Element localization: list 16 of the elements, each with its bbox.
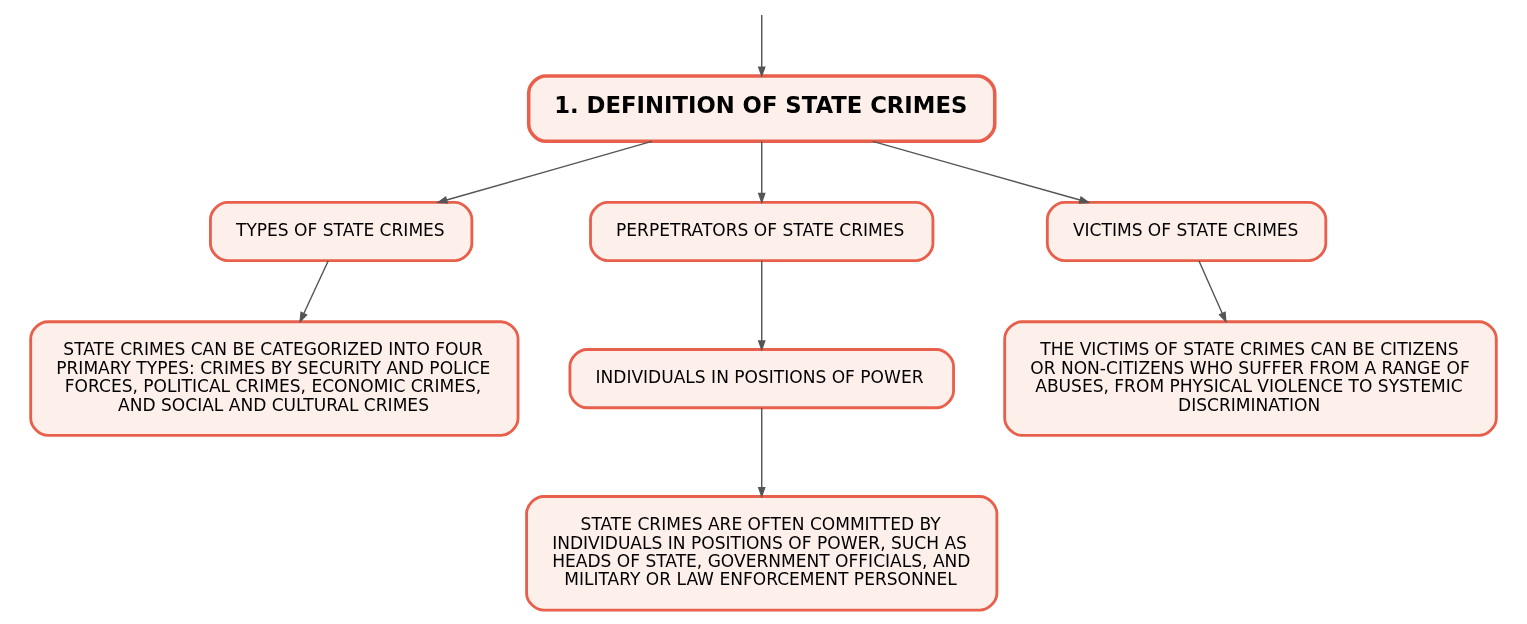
arrow — [299, 260, 329, 324]
node-box: 1. DEFINITION OF STATE CRIMES — [526, 74, 997, 144]
node-box: STATE CRIMES ARE OFTEN COMMITTED BY INDIVIDUALS IN POSITIONS OF POWER, SUCH AS HEADS OF STATE, GOVERNMENT OFFICIALS, AND MILITARY OR LAW ENFORCEMENT PERSONNEL — [525, 495, 999, 612]
arrow — [757, 260, 766, 352]
node-box: TYPES OF STATE CRIMES — [209, 200, 474, 263]
arrow — [1198, 260, 1227, 324]
node-box: STATE CRIMES CAN BE CATEGORIZED INTO FOUR PRIMARY TYPES: CRIMES BY SECURITY AND POLICE FORCES, POLITICAL CRIMES, ECONOMIC CRIMES, AND SOCIAL AND CULTURAL CRIMES — [29, 320, 520, 437]
node-box: VICTIMS OF STATE CRIMES — [1045, 200, 1328, 263]
node-box: PERPETRATORS OF STATE CRIMES — [589, 200, 935, 263]
node-box: THE VICTIMS OF STATE CRIMES CAN BE CITIZENS OR NON-CITIZENS WHO SUFFER FROM A RANGE OF ABUSES, FROM PHYSICAL VIOLENCE TO SYSTEMIC DISCRIMINATION — [1003, 320, 1498, 437]
arrow — [757, 14, 766, 78]
node-box: INDIVIDUALS IN POSITIONS OF POWER — [568, 348, 955, 410]
arrow — [872, 140, 1091, 204]
arrow — [757, 140, 766, 205]
arrow — [757, 407, 766, 499]
arrow — [436, 140, 653, 204]
